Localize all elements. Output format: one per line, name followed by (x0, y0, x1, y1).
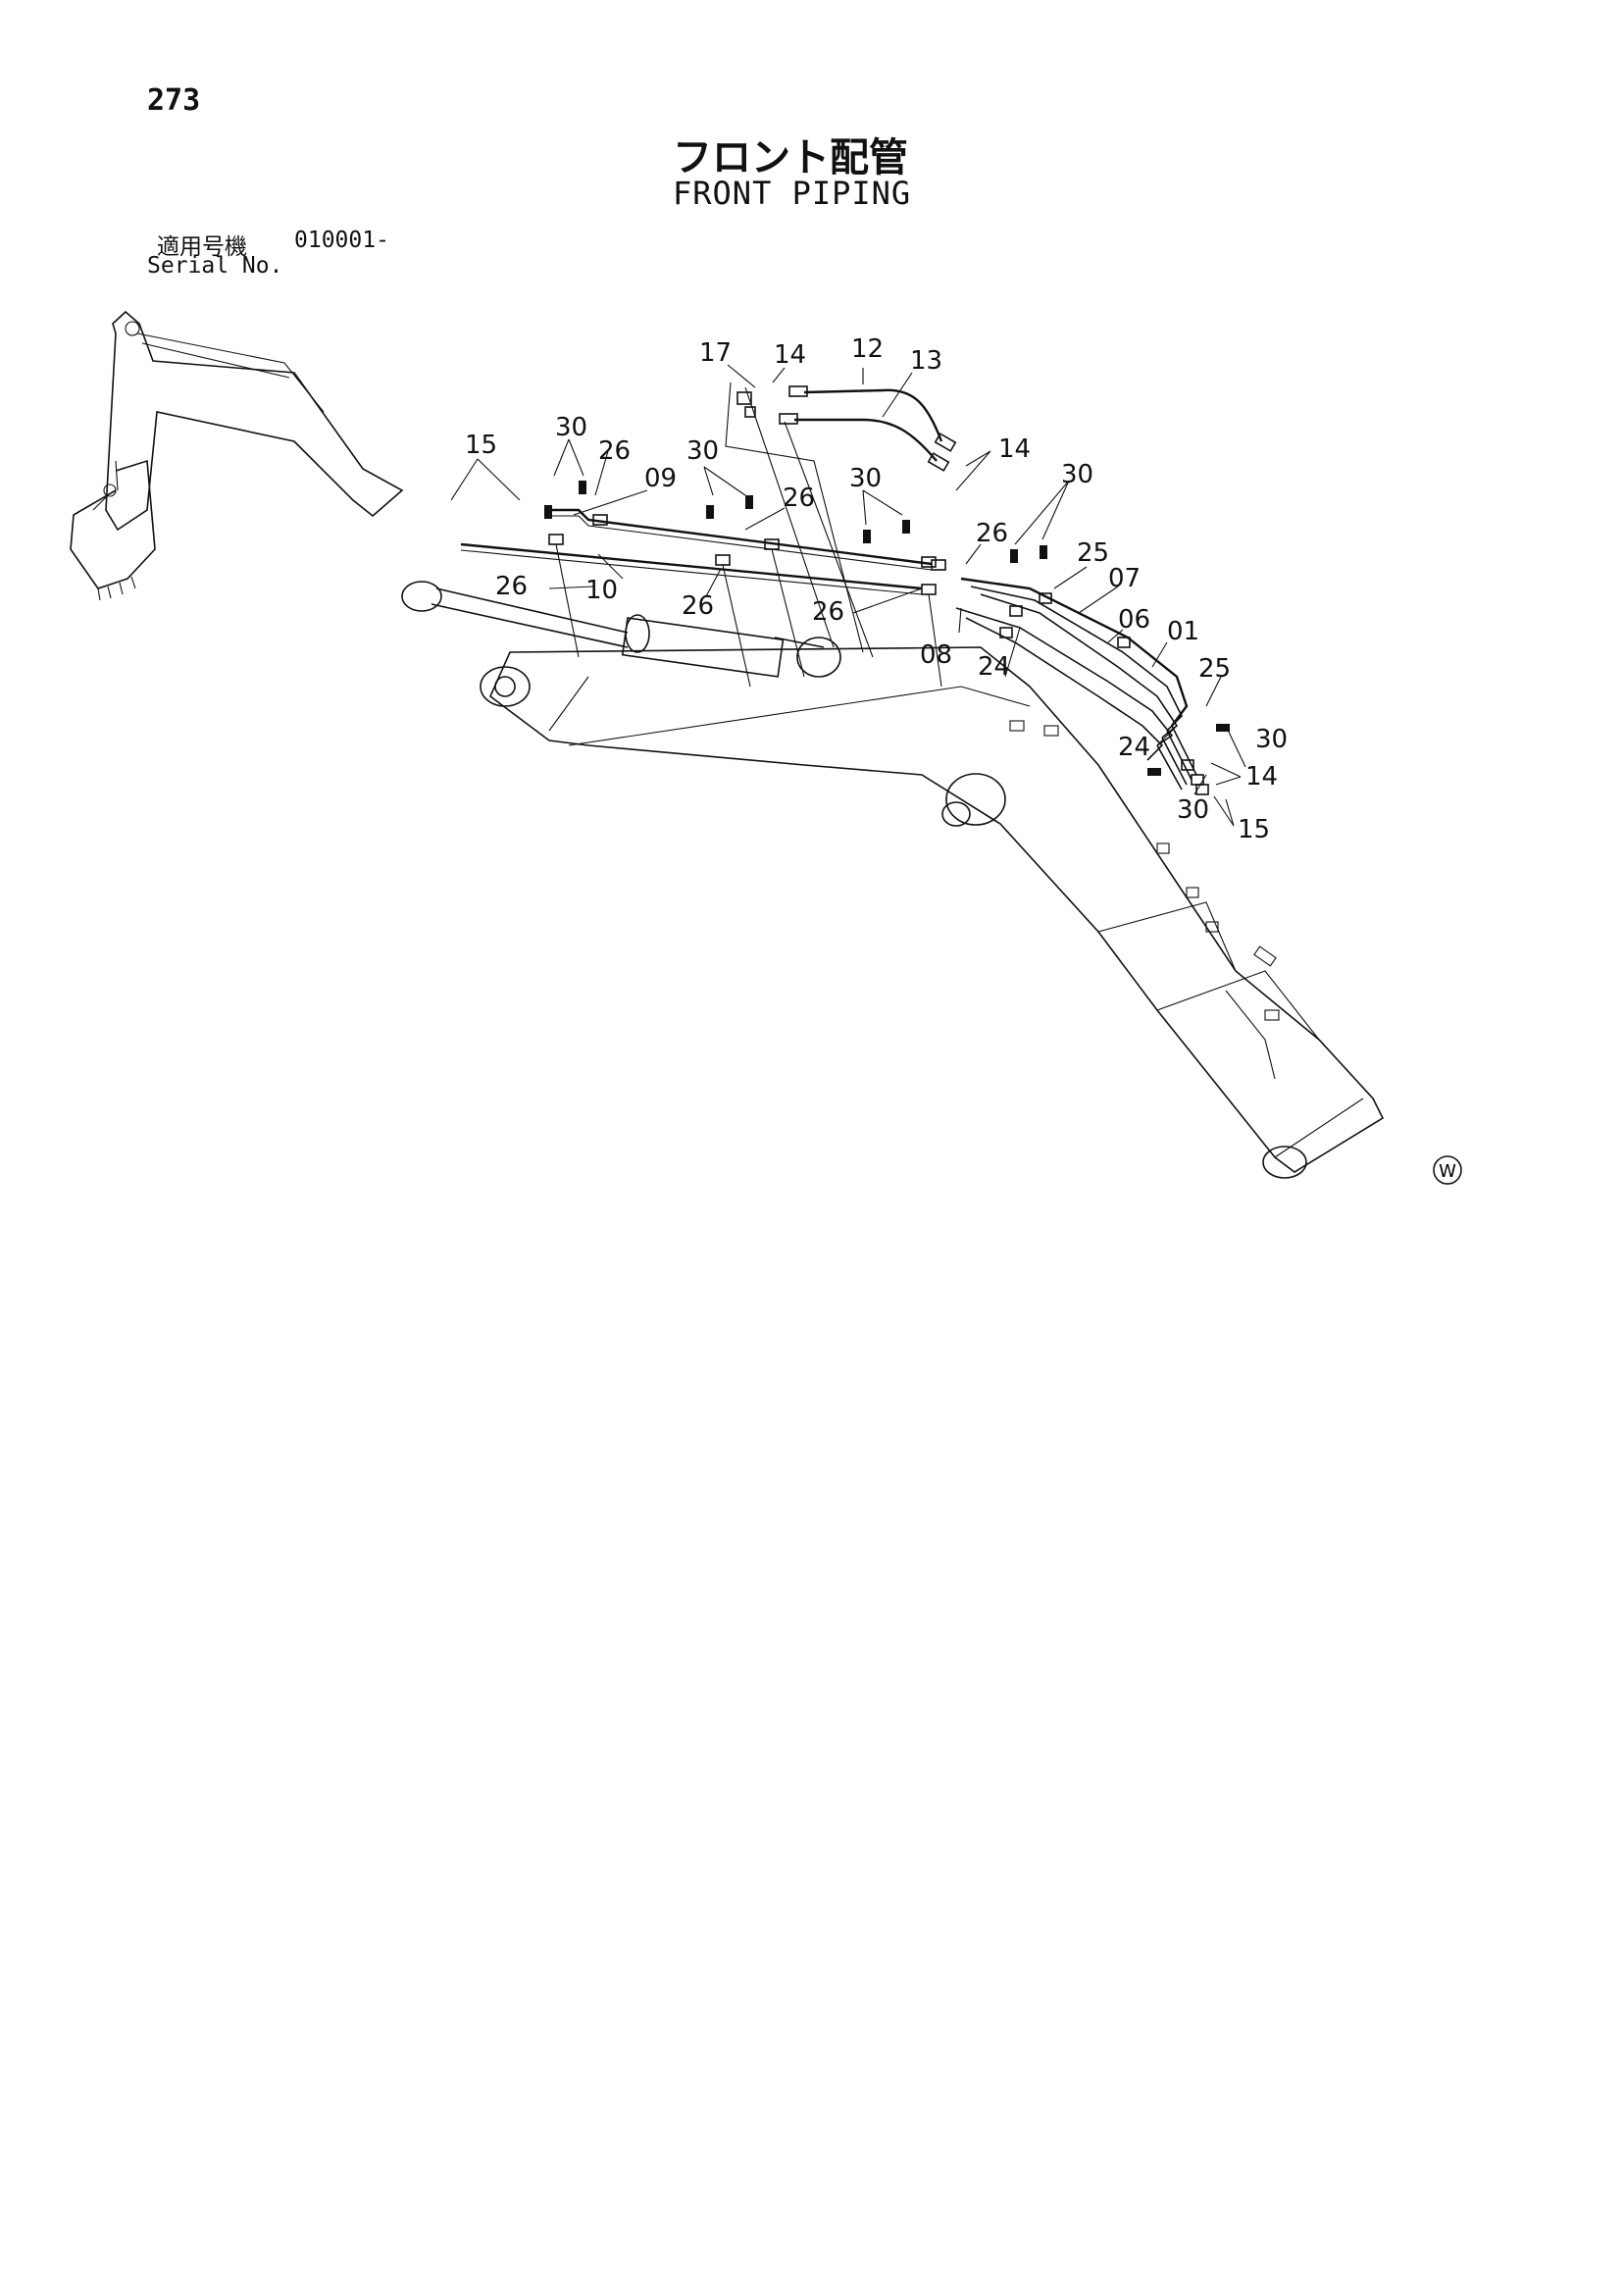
callout-24-a: 24 (978, 652, 1010, 682)
callout-08: 08 (920, 640, 952, 670)
callout-26-b: 26 (783, 484, 815, 513)
callout-26-f: 26 (812, 597, 844, 627)
boom-cylinder (401, 581, 841, 678)
callout-26-a: 26 (598, 436, 631, 466)
boom-assembly (480, 646, 1385, 1179)
serial-label-english: Serial No. (147, 253, 283, 279)
callout-14-upper-right: 14 (998, 434, 1031, 464)
callout-30-e: 30 (1255, 725, 1288, 754)
serial-value: 010001- (294, 228, 389, 253)
pipe-bundle (955, 577, 1209, 795)
callout-10: 10 (585, 576, 618, 605)
callout-01: 01 (1167, 617, 1199, 646)
callout-15-left: 15 (465, 431, 497, 460)
callout-17: 17 (699, 338, 732, 368)
callout-30-d: 30 (1061, 460, 1093, 489)
page-title-japanese: フロント配管 (673, 135, 908, 180)
page-title-english: FRONT PIPING (673, 175, 912, 212)
callout-24-b: 24 (1118, 733, 1150, 762)
serial-label-japanese: 適用号機 (157, 234, 247, 260)
callout-14-lower-right: 14 (1245, 762, 1278, 791)
callout-09: 09 (644, 464, 677, 493)
callout-07: 07 (1108, 564, 1141, 593)
callout-30-a: 30 (555, 413, 587, 442)
page-number: 273 (147, 83, 201, 118)
circled-w-mark: W (1433, 1155, 1462, 1185)
hoses (779, 385, 957, 472)
callout-15-right: 15 (1238, 815, 1270, 844)
callout-26-d: 26 (495, 572, 528, 601)
watermark-letter: W (1439, 1161, 1456, 1182)
leader-lines (450, 364, 1246, 827)
callout-25-a: 25 (1077, 538, 1109, 568)
callout-13: 13 (910, 346, 942, 376)
overview-excavator-sketch (70, 310, 404, 601)
callout-26-c: 26 (976, 519, 1008, 548)
callout-25-b: 25 (1198, 654, 1231, 684)
callout-14-top: 14 (774, 340, 806, 370)
callout-06: 06 (1118, 605, 1150, 635)
bolts (544, 481, 1230, 776)
hose-guide-lines (725, 382, 874, 658)
callout-26-e: 26 (682, 591, 714, 621)
callout-12: 12 (851, 334, 884, 364)
callout-30-b: 30 (686, 436, 719, 466)
callout-30-f: 30 (1177, 795, 1209, 825)
callout-30-c: 30 (849, 464, 882, 493)
